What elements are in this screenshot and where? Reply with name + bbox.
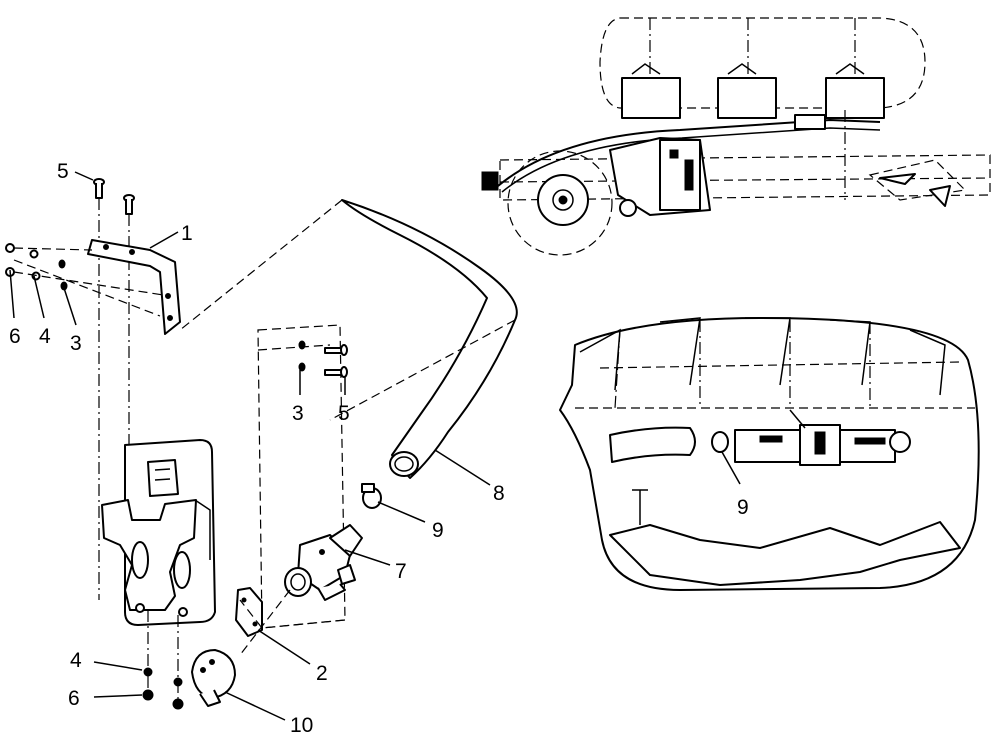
washer-4-lower — [143, 667, 183, 687]
valve-7 — [284, 524, 363, 601]
callout-2: 2 — [316, 662, 328, 685]
callout-5-top: 5 — [57, 160, 69, 183]
lockwasher-3-upper — [58, 259, 68, 291]
callout-9: 9 — [432, 519, 444, 542]
callout-7: 7 — [395, 560, 407, 583]
callout-3-left: 3 — [70, 332, 82, 355]
callout-8: 8 — [493, 482, 505, 505]
inset-detail-view — [559, 317, 980, 591]
callout-4-bottom: 4 — [70, 649, 82, 672]
bolt-5-top-right — [123, 194, 135, 215]
mounting-plate — [101, 439, 216, 626]
washer-4-upper — [29, 249, 41, 281]
hose-clamp-9 — [361, 483, 382, 509]
callout-5-right: 5 — [338, 402, 350, 425]
hose-8 — [341, 199, 518, 479]
overview-tank-assembly — [481, 17, 991, 256]
callout-6-top: 6 — [9, 325, 21, 348]
callout-10: 10 — [290, 714, 313, 737]
leader-lines — [9, 171, 741, 721]
lockwasher-3-right — [298, 340, 306, 372]
callout-3-right: 3 — [292, 402, 304, 425]
nut-6-lower — [142, 689, 184, 710]
callout-1: 1 — [181, 222, 193, 245]
callout-4-top: 4 — [39, 325, 51, 348]
callout-9-inset: 9 — [737, 496, 749, 519]
bolt-5-right — [324, 344, 348, 378]
callout-6-bottom: 6 — [68, 687, 80, 710]
mounting-bracket-1 — [87, 239, 181, 335]
bolt-5-top-left — [93, 178, 105, 199]
cap-10 — [191, 649, 236, 707]
